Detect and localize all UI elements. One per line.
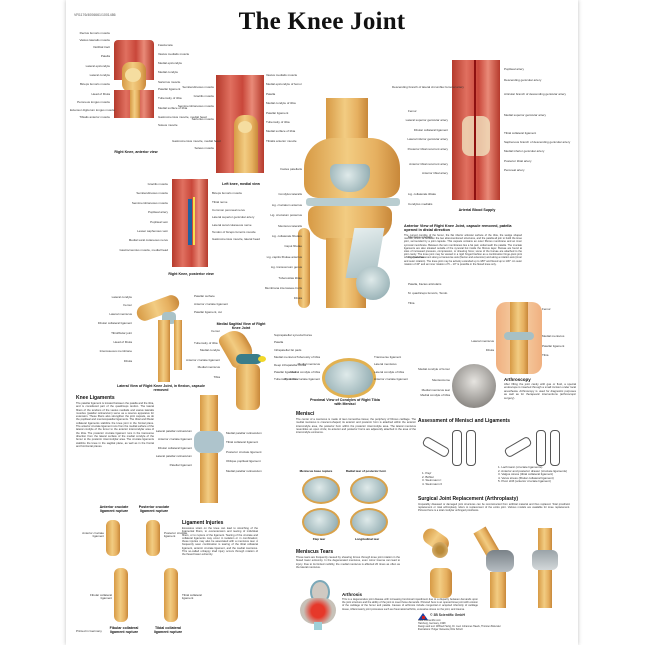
replacement-figure-2 bbox=[473, 526, 516, 608]
lateral-flexion-figure bbox=[132, 292, 192, 382]
injury-figure-2 bbox=[146, 520, 160, 556]
arterial-labels-left: Descending branch of lateral circumflex … bbox=[392, 85, 464, 176]
arthroscopy-zoom-circle bbox=[452, 364, 496, 408]
knee-ligaments-text: The patellar ligament is located between… bbox=[76, 402, 154, 448]
injury-label-4: Tibial collateral ligament bbox=[182, 593, 202, 601]
medial-view-figure bbox=[216, 75, 264, 173]
injury-label-1: Anterior cruciate ligament bbox=[82, 531, 104, 539]
replacement-figure-3 bbox=[528, 528, 562, 608]
tear-4-figure bbox=[350, 508, 388, 536]
meniscus-tears-text: These tears are frequently caused by she… bbox=[296, 556, 400, 569]
arthrosis-text: This is a degenerative joint disease wit… bbox=[342, 598, 478, 611]
center-caption: Anterior View of Right Knee Joint, capsu… bbox=[404, 224, 512, 233]
center-text: The curved condyle of the femur, the fla… bbox=[404, 234, 522, 266]
printed-in: Printed in Germany bbox=[76, 629, 102, 633]
menisci-title: Menisci bbox=[296, 411, 315, 417]
arthroscopy-figure bbox=[496, 302, 542, 374]
assessment-title: Assessment of Menisci and Ligaments bbox=[418, 418, 510, 424]
assessment-list-b: 1. Lachmann (cruciate ligaments)2. Anter… bbox=[498, 465, 568, 484]
ligaments-figure bbox=[194, 395, 224, 503]
tear-3-caption: Flap tear bbox=[312, 537, 326, 541]
assessment-sketches bbox=[421, 426, 570, 470]
tear-2-figure bbox=[350, 476, 388, 504]
tibia-top-figure bbox=[322, 358, 376, 398]
sagittal-figure bbox=[216, 325, 270, 410]
tibia-top-caption: Proximal View of Condyles of Right Tibia… bbox=[310, 398, 380, 406]
ligament-injuries-text: Excessive strain on the knee can lead to… bbox=[182, 527, 258, 557]
arterial-figure bbox=[452, 60, 500, 200]
injury-caption-2: Posterior cruciate ligament rupture bbox=[138, 505, 170, 513]
anterior-view-figure bbox=[114, 40, 154, 118]
publisher-logo-icon bbox=[418, 613, 428, 620]
publisher-name: © 3B Scientific GmbH bbox=[430, 613, 465, 617]
injury-caption-4: Tibial collateral ligament rupture bbox=[153, 626, 183, 634]
knee-joint-poster: VR1176/4006661/1001486 The Knee Joint Re… bbox=[66, 0, 578, 645]
replacement-figure-1 bbox=[419, 525, 458, 600]
arthrosis-figure bbox=[300, 580, 336, 630]
injury-figure-3 bbox=[114, 568, 128, 622]
product-code: VR1176/4006661/1001486 bbox=[74, 13, 116, 17]
replacement-text: Irreparably diseased or damaged joint st… bbox=[418, 503, 570, 513]
lateral-flexion-caption: Lateral View of Right Knee Joint, in fle… bbox=[117, 384, 205, 392]
injury-figure-1 bbox=[106, 520, 120, 556]
arthroscopy-text: After filling the joint cavity with gas … bbox=[504, 382, 576, 400]
injury-label-3: Fibular collateral ligament bbox=[89, 593, 112, 601]
arthroscopy-title: Arthroscopy bbox=[504, 377, 531, 382]
replacement-title: Surgical Joint Replacement (Arthroplasty… bbox=[418, 496, 519, 502]
injury-caption-3: Fibular collateral ligament rupture bbox=[109, 626, 139, 634]
posterior-caption: Right Knee, posterior view bbox=[168, 272, 214, 276]
tear-2-caption: Radial tear of posterior horn bbox=[345, 469, 387, 473]
knee-ligaments-title: Knee Ligaments bbox=[76, 395, 115, 401]
sagittal-caption: Medial Sagittal View of Right Knee Joint bbox=[216, 322, 266, 330]
menisci-text: The center of a meniscus is made of taut… bbox=[296, 418, 416, 435]
meniscus-tears-title: Meniscus Tears bbox=[296, 549, 334, 555]
tear-1-caption: Meniscus base rupture bbox=[299, 469, 333, 473]
injury-caption-1: Anterior cruciate ligament rupture bbox=[99, 505, 129, 513]
arterial-caption: Arterial Blood Supply bbox=[458, 208, 496, 212]
arthrosis-title: Arthrosis bbox=[342, 592, 363, 597]
medial-caption: Left knee, medial view bbox=[222, 182, 260, 186]
center-knee-figure bbox=[298, 98, 408, 308]
injury-figure-4 bbox=[164, 568, 178, 622]
tear-1-figure bbox=[302, 476, 340, 504]
tear-3-figure bbox=[302, 508, 340, 536]
tear-4-caption: Longitudinal tear bbox=[354, 537, 380, 541]
ligament-injuries-title: Ligament Injuries bbox=[182, 520, 224, 526]
posterior-view-figure bbox=[172, 179, 208, 267]
anterior-caption: Right Knee, anterior view bbox=[114, 150, 158, 154]
poster-title: The Knee Joint bbox=[238, 8, 406, 35]
injury-label-2: Posterior cruciate ligament bbox=[164, 531, 188, 539]
